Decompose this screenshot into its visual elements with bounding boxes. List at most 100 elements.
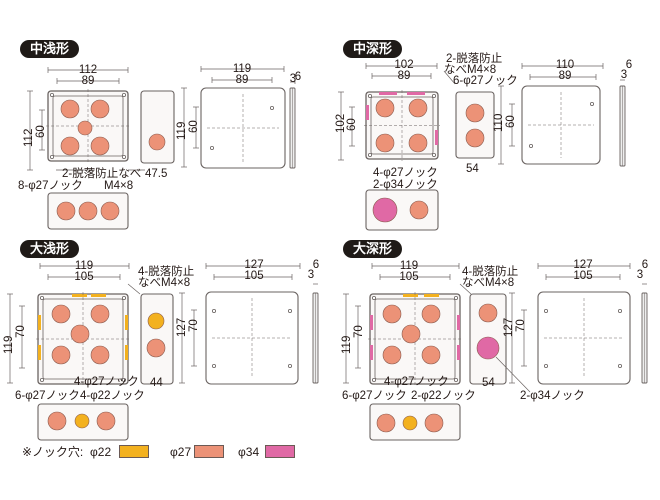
knock-hole: [382, 345, 402, 365]
knock-strip: [38, 315, 41, 330]
knock-hole: [402, 415, 418, 431]
knock-hole: [408, 133, 428, 153]
knock-strip: [435, 130, 438, 145]
note-knock: 8-φ27ノック: [18, 180, 83, 192]
dim-cover-thickness-3: 3: [620, 69, 628, 81]
dim-cover-thickness-3: 3: [289, 73, 297, 85]
note-knock-27-side: 6-φ27ノック: [15, 390, 80, 402]
knock-strip: [457, 315, 460, 330]
dim-mount-height: 60: [35, 125, 47, 138]
corner-screw: [453, 295, 458, 300]
legend-swatch-34: [265, 445, 295, 458]
knock-hole: [376, 413, 396, 433]
corner-screw: [50, 93, 55, 98]
knock-strip: [125, 345, 128, 360]
knock-strip: [72, 294, 87, 297]
knock-hole: [375, 98, 395, 118]
knock-hole: [90, 99, 110, 119]
knock-hole: [424, 413, 444, 433]
legend-label-22: φ22: [90, 445, 112, 459]
knock-hole: [74, 413, 90, 429]
dim-depth: 54: [482, 377, 495, 389]
dim-cover-mount-width: 89: [558, 70, 572, 82]
knock-strip: [370, 345, 373, 360]
dim-overall-height: 119: [341, 335, 353, 354]
knock-hole: [382, 304, 402, 324]
corner-screw: [122, 295, 127, 300]
cover-screw-hole: [544, 363, 549, 368]
knock-hole: [47, 411, 67, 431]
dim-cover-width: 127: [573, 259, 593, 271]
knock-hole: [421, 345, 441, 365]
dim-depth: 47.5: [145, 168, 168, 180]
dim-cover-mount-width: 89: [235, 74, 249, 86]
knock-hole: [78, 201, 98, 221]
note-screw: 2-脱落防止なべ: [62, 168, 142, 180]
knock-hole: [476, 336, 500, 360]
cover-screw-hole: [211, 308, 216, 313]
knock-strip: [379, 92, 397, 95]
dim-overall-height: 112: [23, 128, 35, 147]
knock-hole: [478, 303, 498, 323]
box-side-view: [140, 90, 175, 164]
knock-strip: [403, 294, 418, 297]
dim-cover-mount-height: 70: [188, 319, 200, 332]
dim-overall-width: 119: [74, 260, 94, 272]
knock-hole: [146, 338, 166, 358]
dim-mount-width: 89: [397, 70, 411, 82]
knock-hole: [372, 197, 398, 223]
knock-strip: [424, 294, 439, 297]
knock-strip: [125, 315, 128, 330]
dim-depth: 44: [150, 377, 163, 389]
dim-cover-height: 127: [176, 317, 188, 337]
cover-screw-hole: [529, 143, 534, 148]
dim-overall-width: 102: [394, 59, 414, 71]
knock-hole: [70, 324, 90, 344]
section-tag-chuasa: 中浅形: [20, 40, 80, 58]
note-knock-22: 4-φ22ノック: [80, 390, 145, 402]
note-screw-size: なべM4×8: [138, 277, 191, 289]
dim-overall-height: 119: [3, 335, 15, 354]
cover-screw-hole: [209, 145, 214, 150]
knock-hole: [147, 312, 165, 330]
note-screw-size: M4×8: [104, 180, 134, 192]
knock-hole: [465, 103, 485, 123]
leader-line: [443, 70, 456, 85]
legend-prefix: ※ノック穴:: [22, 445, 84, 459]
dim-cover-mount-width: 105: [244, 270, 264, 282]
dim-cover-thickness-6: 6: [294, 71, 302, 83]
dim-cover-width: 127: [244, 259, 264, 271]
note-screw: 4-脱落防止: [138, 266, 195, 278]
dim-cover-mount-height: 70: [515, 319, 527, 332]
dim-cover-height: 127: [503, 317, 515, 337]
leader-line: [459, 283, 472, 295]
note-screw-size: なべM4×8: [462, 277, 515, 289]
note-screw-size: なべM4×8: [444, 64, 497, 76]
legend-label-27: φ27: [170, 445, 192, 459]
dim-mount-height: 70: [15, 325, 27, 338]
corner-screw: [371, 377, 376, 382]
corner-screw: [122, 154, 127, 159]
knock-strip: [457, 345, 460, 360]
knock-hole: [421, 304, 441, 324]
dim-cover-mount-width: 105: [573, 270, 593, 282]
knock-hole: [90, 304, 110, 324]
note-knock-34: 2-φ34ノック: [373, 179, 438, 191]
knock-hole: [409, 200, 429, 220]
knock-hole: [60, 99, 80, 119]
knock-hole: [408, 98, 428, 118]
knock-hole: [51, 345, 71, 365]
legend-swatch-22: [119, 445, 149, 458]
corner-screw: [40, 377, 45, 382]
note-screw: 2-脱落防止: [446, 53, 503, 65]
cover-screw-hole: [618, 308, 623, 313]
corner-screw: [453, 377, 458, 382]
section-tag-oasa: 大浅形: [20, 240, 80, 258]
dim-cover-thickness-6: 6: [625, 59, 633, 71]
dim-mount-width: 105: [399, 271, 419, 283]
knock-strip: [366, 105, 369, 120]
cover-screw-hole: [287, 308, 292, 313]
cover-screw-hole: [211, 363, 216, 368]
corner-screw: [431, 152, 436, 157]
knock-strip: [407, 92, 425, 95]
